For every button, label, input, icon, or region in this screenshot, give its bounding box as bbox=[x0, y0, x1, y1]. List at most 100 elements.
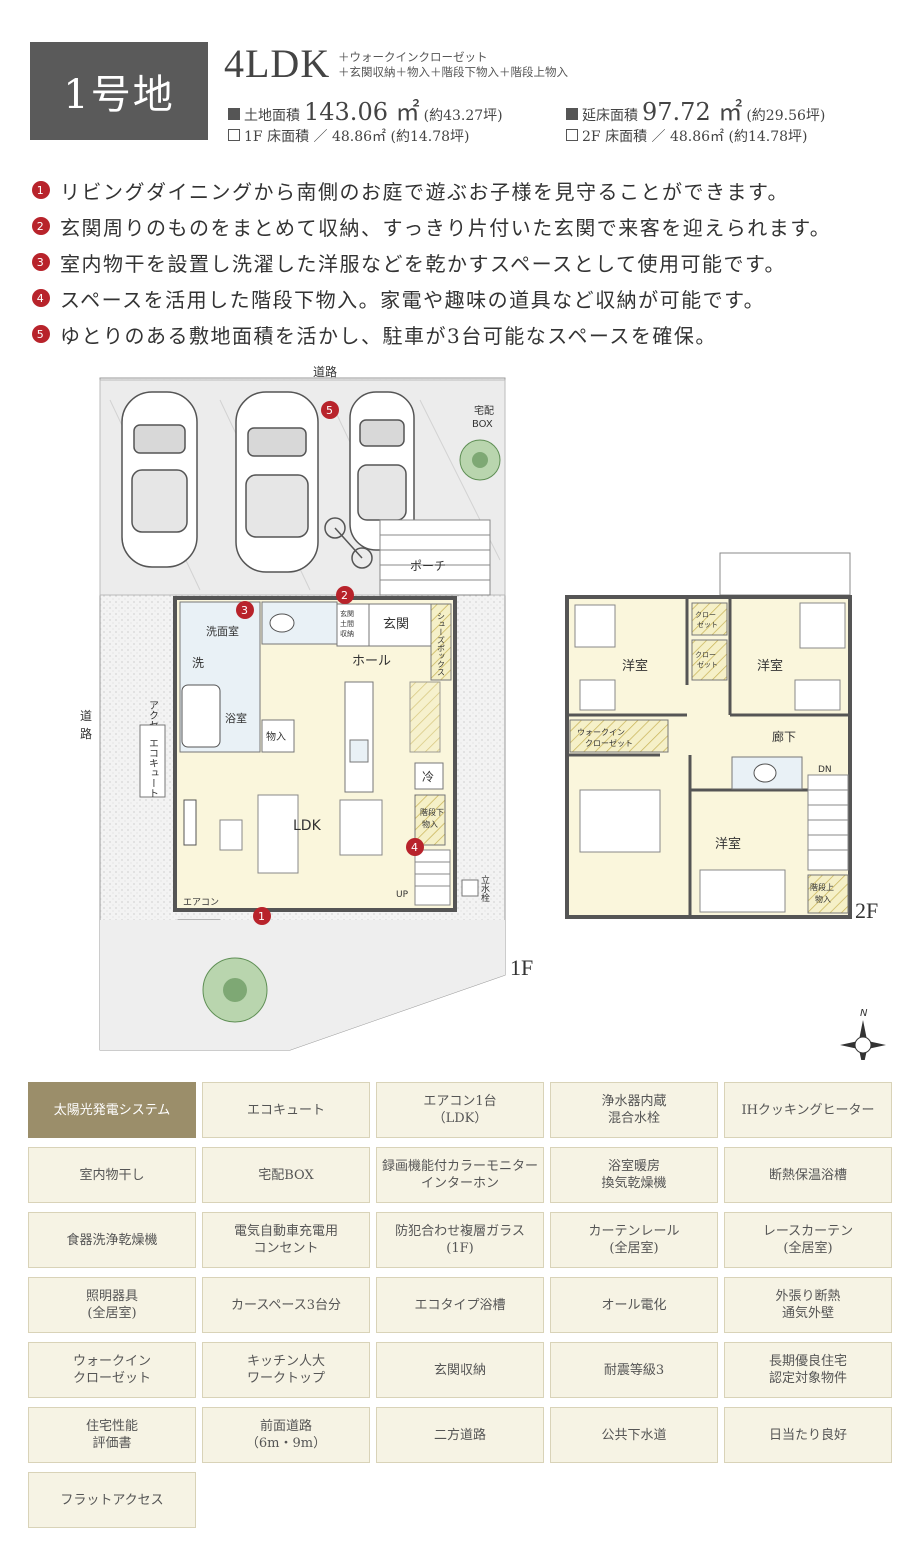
equipment-item: エコタイプ浴槽 bbox=[376, 1277, 544, 1333]
equipment-item: 断熱保温浴槽 bbox=[724, 1147, 892, 1203]
land-area: 土地面積 143.06 ㎡ (約43.27坪) bbox=[228, 92, 503, 127]
closet-1 bbox=[691, 602, 728, 636]
svg-text:5: 5 bbox=[326, 404, 333, 417]
equipment-item: 日当たり良好 bbox=[724, 1407, 892, 1463]
garden bbox=[100, 920, 505, 1050]
empty-square-icon bbox=[566, 129, 578, 141]
shoe-box bbox=[430, 603, 452, 681]
fridge-label: 冷 bbox=[422, 770, 434, 784]
equipment-item: 浄水器内蔵 混合水栓 bbox=[550, 1082, 718, 1138]
equipment-item: 耐震等級3 bbox=[550, 1342, 718, 1398]
layout-extras-line2: ＋玄関収納＋物入＋階段下物入＋階段上物入 bbox=[338, 65, 568, 79]
svg-text:1: 1 bbox=[258, 910, 265, 923]
equipment-item: 外張り断熱 通気外壁 bbox=[724, 1277, 892, 1333]
marker-3: 3 bbox=[236, 601, 254, 619]
second-floor-area: 2F 床面積 ／ 48.86㎡ (約14.78坪) bbox=[566, 126, 808, 146]
equipment-item: エコキュート bbox=[202, 1082, 370, 1138]
dn-label: DN bbox=[818, 765, 832, 775]
faucet-label: 立水栓 bbox=[479, 874, 490, 903]
car-icon bbox=[121, 391, 198, 568]
svg-text:2: 2 bbox=[341, 589, 348, 602]
floor-plans: 道路 宅配BOX 道路 ポーチ 洗面室 洗 浴室 アクセントパネル bbox=[0, 355, 920, 1060]
equipment-item: 前面道路 （6m・9m） bbox=[202, 1407, 370, 1463]
marker-5: 5 bbox=[321, 401, 339, 419]
equipment-item: 録画機能付カラーモニター インターホン bbox=[376, 1147, 544, 1203]
under-stairs-storage bbox=[414, 794, 446, 846]
feature-number-badge: 3 bbox=[32, 253, 50, 271]
feature-text: 室内物干を設置し洗濯した洋服などを乾かすスペースとして使用可能です。 bbox=[60, 251, 786, 276]
bathroom-label: 浴室 bbox=[225, 711, 247, 725]
equipment-item: 公共下水道 bbox=[550, 1407, 718, 1463]
ecocute-label: エコキュート bbox=[147, 738, 159, 798]
stairs-2f bbox=[807, 774, 849, 871]
storage-1f bbox=[261, 719, 295, 753]
feature-number-badge: 5 bbox=[32, 325, 50, 343]
bicycle-icon bbox=[324, 517, 373, 569]
bathtub-icon bbox=[181, 684, 221, 748]
pantry bbox=[409, 681, 441, 753]
equipment-item: カーテンレール (全居室) bbox=[550, 1212, 718, 1268]
corridor-label: 廊下 bbox=[772, 729, 796, 744]
entrance-storage bbox=[336, 603, 370, 647]
land-area-label: 土地面積 bbox=[244, 108, 300, 124]
balcony bbox=[719, 552, 851, 596]
equipment-item: 長期優良住宅 認定対象物件 bbox=[724, 1342, 892, 1398]
marker-4: 4 bbox=[406, 838, 424, 856]
equipment-item: レースカーテン (全居室) bbox=[724, 1212, 892, 1268]
first-floor-area: 1F 床面積 ／ 48.86㎡ (約14.78坪) bbox=[228, 126, 470, 146]
entrance-area bbox=[368, 603, 432, 647]
equipment-item: ウォークイン クローゼット bbox=[28, 1342, 196, 1398]
road-left-label: 道路 bbox=[80, 709, 92, 741]
floor-area-tsubo: (約29.56坪) bbox=[746, 108, 826, 124]
closet-2 bbox=[691, 639, 728, 681]
land-area-value: 143.06 ㎡ bbox=[304, 98, 420, 126]
layout-extras-line1: ＋ウォークインクローゼット bbox=[338, 50, 488, 64]
equipment-item: 太陽光発電システム bbox=[28, 1082, 196, 1138]
compass-icon: N bbox=[840, 1008, 886, 1060]
up-label: UP bbox=[396, 890, 409, 900]
layout-type: 4LDK bbox=[224, 41, 331, 86]
kitchen-counter bbox=[344, 681, 374, 793]
above-stairs-storage bbox=[807, 874, 849, 914]
equipment-item: フラットアクセス bbox=[28, 1472, 196, 1528]
closet-2-label: クローゼット bbox=[695, 651, 718, 669]
layout-extras: ＋ウォークインクローゼット ＋玄関収納＋物入＋階段下物入＋階段上物入 bbox=[338, 50, 568, 80]
floor2-label: 2F bbox=[855, 898, 878, 923]
first-floor-plan: 道路 宅配BOX 道路 ポーチ 洗面室 洗 浴室 アクセントパネル bbox=[80, 364, 533, 1051]
western-room-2-label: 洋室 bbox=[757, 658, 783, 674]
marker-1: 1 bbox=[253, 907, 271, 925]
tree-icon bbox=[202, 957, 268, 1023]
sofa-icon bbox=[257, 794, 299, 874]
fridge-space bbox=[414, 762, 444, 790]
feature-text: スペースを活用した階段下物入。家電や趣味の道具など収納が可能です。 bbox=[60, 287, 766, 312]
equipment-item: 玄関収納 bbox=[376, 1342, 544, 1398]
marker-2: 2 bbox=[336, 586, 354, 604]
equipment-item: エアコン1台 （LDK） bbox=[376, 1082, 544, 1138]
road-top-label: 道路 bbox=[313, 364, 337, 379]
under-stairs-label: 階段下物入 bbox=[420, 807, 444, 829]
equipment-item: 照明器具 (全居室) bbox=[28, 1277, 196, 1333]
equipment-item: 二方道路 bbox=[376, 1407, 544, 1463]
faucet-icon bbox=[461, 879, 479, 897]
svg-text:3: 3 bbox=[241, 604, 248, 617]
floor1-label: 1F bbox=[510, 955, 533, 980]
entrance-label: 玄関 bbox=[383, 617, 409, 632]
hall-label: ホール bbox=[352, 654, 391, 669]
equipment-item: キッチン人大 ワークトップ bbox=[202, 1342, 370, 1398]
feature-number-badge: 2 bbox=[32, 217, 50, 235]
ecocute-box bbox=[139, 724, 166, 798]
feature-number-badge: 4 bbox=[32, 289, 50, 307]
storage-label: 物入 bbox=[266, 730, 286, 743]
feature-number-badge: 1 bbox=[32, 181, 50, 199]
feature-item: 4 スペースを活用した階段下物入。家電や趣味の道具など収納が可能です。 bbox=[32, 280, 831, 316]
western-room-1-label: 洋室 bbox=[622, 658, 648, 674]
closet-1-label: クローゼット bbox=[695, 611, 718, 629]
dining-table-icon bbox=[339, 799, 383, 856]
walk-in-closet-label: ウォークインクローゼット bbox=[577, 728, 633, 748]
filled-square-icon bbox=[566, 108, 578, 120]
